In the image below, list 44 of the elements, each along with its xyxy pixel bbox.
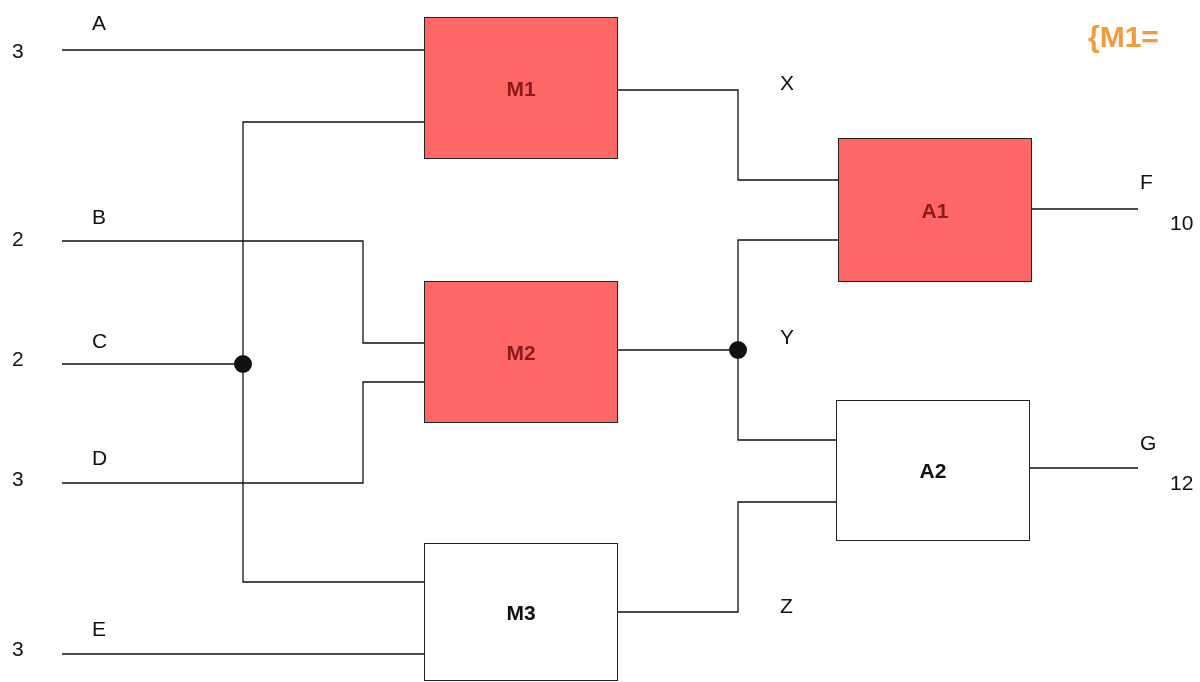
signal-label: E bbox=[92, 618, 106, 639]
connector-line bbox=[617, 89, 839, 181]
signal-label: A bbox=[92, 12, 106, 33]
connector-line bbox=[737, 239, 839, 342]
block-box bbox=[424, 281, 618, 423]
junction-dot bbox=[234, 355, 252, 373]
connector-line bbox=[242, 121, 425, 356]
signal-label: Y bbox=[780, 326, 794, 347]
connector-line bbox=[61, 653, 425, 655]
signal-label: G bbox=[1140, 432, 1157, 453]
value-label: 3 bbox=[12, 40, 24, 61]
connector-line bbox=[61, 240, 425, 344]
value-label: 12 bbox=[1170, 472, 1194, 493]
signal-label: D bbox=[92, 447, 108, 468]
value-label: 3 bbox=[12, 468, 24, 489]
value-label: 10 bbox=[1170, 212, 1194, 233]
connector-line bbox=[617, 501, 837, 613]
connector-line bbox=[617, 349, 730, 351]
signal-label: B bbox=[92, 206, 106, 227]
connector-line bbox=[61, 49, 425, 51]
signal-label: F bbox=[1140, 171, 1153, 192]
block-label: M2 bbox=[506, 341, 536, 363]
value-label: 2 bbox=[12, 228, 24, 249]
connector-line bbox=[61, 381, 425, 484]
signal-label: Z bbox=[780, 595, 793, 616]
block-box bbox=[424, 17, 618, 159]
block-box bbox=[424, 543, 618, 681]
block-label: M1 bbox=[506, 77, 536, 99]
block-label: A1 bbox=[921, 199, 949, 221]
connector-line bbox=[242, 372, 425, 583]
junction-dot bbox=[729, 341, 747, 359]
connector-line bbox=[61, 363, 235, 365]
block-box bbox=[836, 400, 1030, 541]
block-label: M3 bbox=[506, 601, 536, 623]
connector-line bbox=[737, 358, 837, 441]
connector-line bbox=[1031, 208, 1139, 210]
value-label: 2 bbox=[12, 348, 24, 369]
signal-label: C bbox=[92, 330, 108, 351]
value-label: 3 bbox=[12, 638, 24, 659]
annotation-text: {M1= bbox=[1088, 22, 1159, 52]
block-label: A2 bbox=[919, 460, 947, 481]
connector-line bbox=[1029, 467, 1139, 469]
signal-label: X bbox=[780, 72, 794, 93]
block-box bbox=[838, 138, 1032, 282]
